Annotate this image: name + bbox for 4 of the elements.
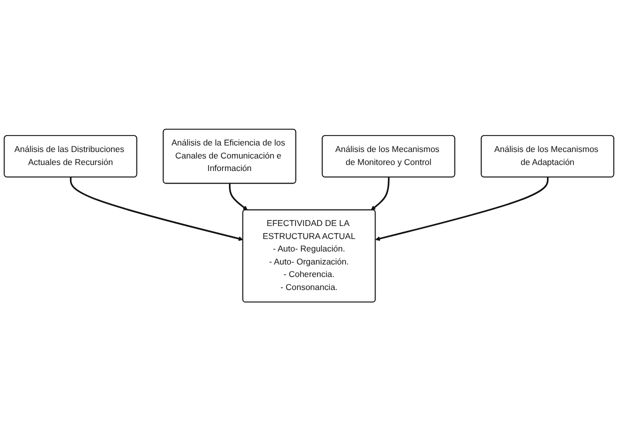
arrow [228, 183, 248, 210]
arrow [375, 177, 549, 241]
arrow [70, 177, 244, 241]
arrow [370, 177, 390, 210]
